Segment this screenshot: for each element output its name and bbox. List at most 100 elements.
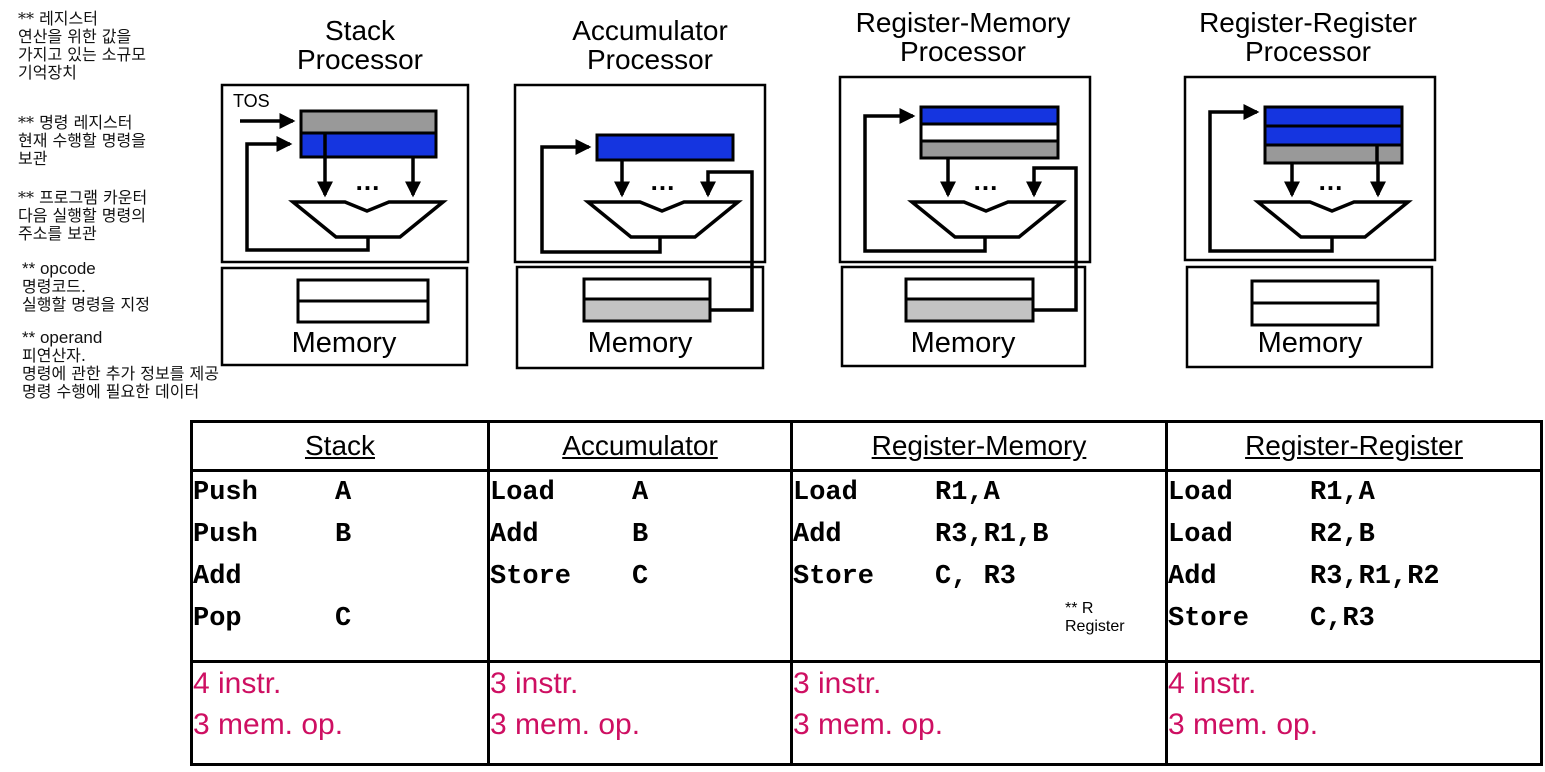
register-memory-memory-cell-gray: [904, 297, 1035, 323]
memory-label: Memory: [911, 327, 1016, 359]
title-line: Processor: [586, 44, 714, 75]
accumulator-alu-shape: [583, 200, 743, 239]
accumulator-memory-cell: [582, 277, 712, 301]
mem-op-count: 3 mem. op.: [490, 708, 641, 741]
instr-count: 3 instr.: [490, 667, 579, 700]
title-line: Processor: [296, 44, 424, 75]
annotation-operand: ** operand 피연산자. 명령에 관한 추가 정보를 제공 명령 수행에…: [22, 329, 219, 401]
register-register-processor-diagram: ... Memory: [1183, 75, 1437, 369]
table-header-row: Stack Accumulator Register-Memory Regist…: [190, 420, 1543, 472]
stack-alu-shape: [288, 200, 448, 239]
instr-count: 4 instr.: [1168, 667, 1257, 700]
register-memory-register-blue: [919, 105, 1060, 126]
ellipsis-label: ...: [974, 166, 999, 196]
annotation-line: ** 레지스터: [18, 9, 98, 28]
instr-count: 3 instr.: [793, 667, 882, 700]
title-register-register-processor: Register-Register Processor: [1168, 8, 1448, 66]
stack-count-cell: 4 instr. 3 mem. op.: [190, 660, 490, 766]
register-memory-feedback-wire: [863, 107, 987, 253]
title-line: Processor: [899, 36, 1027, 67]
title-line: Register-Register: [1199, 7, 1417, 38]
stack-processor-diagram: TOS ... Memory: [220, 83, 470, 367]
title-line: Stack: [324, 15, 396, 46]
annotation-line: ** operand: [22, 328, 103, 347]
accumulator-processor-diagram: ... Memory: [513, 83, 767, 370]
annotation-line: 명령에 관한 추가 정보를 제공: [22, 364, 219, 383]
annotation-line: 기억장치: [18, 63, 77, 82]
accumulator-count-cell: 3 instr. 3 mem. op.: [487, 660, 793, 766]
annotation-line: 명령 수행에 필요한 데이터: [22, 382, 200, 401]
register-memory-count-cell: 3 instr. 3 mem. op.: [790, 660, 1168, 766]
annotation-line: 명령코드.: [22, 277, 86, 296]
register-note-line: ** R: [1065, 600, 1094, 617]
title-line: Processor: [1244, 36, 1372, 67]
memory-label: Memory: [1258, 327, 1363, 359]
accumulator-memory-cell-gray: [582, 297, 712, 323]
isa-comparison-table: Stack Accumulator Register-Memory Regist…: [190, 420, 1543, 766]
annotation-line: 다음 실행할 명령의: [18, 206, 146, 225]
memory-label: Memory: [588, 327, 693, 359]
register-register-memory-cell: [1250, 301, 1380, 327]
register-memory-memory-cell: [904, 277, 1035, 301]
mem-op-count: 3 mem. op.: [193, 708, 344, 741]
accumulator-feedback-wire: [540, 138, 662, 254]
header-register-memory: Register-Memory: [790, 420, 1168, 472]
register-memory-register-gray: [919, 139, 1060, 160]
register-memory-alu-shape: [907, 200, 1067, 239]
stack-memory-box: [220, 266, 469, 367]
ellipsis-label: ...: [1319, 166, 1344, 196]
register-register-register-blue-2: [1263, 124, 1404, 147]
annotation-register: ** 레지스터 연산을 위한 값을 가지고 있는 소규모 기억장치: [18, 10, 146, 82]
annotation-line: 연산을 위한 값을: [18, 27, 132, 46]
header-stack: Stack: [190, 420, 490, 472]
title-line: Register-Memory: [855, 7, 1071, 38]
annotation-program-counter: ** 프로그램 카운터 다음 실행할 명령의 주소를 보관: [18, 189, 147, 243]
stack-processor-box: [220, 83, 470, 264]
annotation-opcode: ** opcode 명령코드. 실행할 명령을 지정: [22, 260, 150, 314]
table-count-row: 4 instr. 3 mem. op. 3 instr. 3 mem. op. …: [190, 660, 1543, 766]
title-accumulator-processor: Accumulator Processor: [510, 16, 790, 74]
register-memory-processor-box: [838, 75, 1092, 264]
annotation-line: 피연산자.: [22, 346, 86, 365]
title-stack-processor: Stack Processor: [230, 16, 490, 74]
register-note-line: Register: [1065, 618, 1125, 635]
register-register-memory-cell: [1250, 279, 1380, 305]
annotation-instruction-register: ** 명령 레지스터 현재 수행할 명령을 보관: [18, 114, 146, 168]
mem-op-count: 3 mem. op.: [793, 708, 944, 741]
annotation-line: 실행할 명령을 지정: [22, 295, 150, 314]
annotation-line: 주소를 보관: [18, 224, 97, 243]
accumulator-register-blue: [595, 133, 735, 162]
memory-label: Memory: [292, 327, 397, 359]
register-register-count-cell: 4 instr. 3 mem. op.: [1165, 660, 1543, 766]
stack-register-blue: [299, 131, 438, 159]
mem-op-count: 3 mem. op.: [1168, 708, 1319, 741]
stack-feedback-wire: [245, 135, 370, 252]
register-note: ** R Register: [1065, 600, 1165, 636]
header-register-register: Register-Register: [1165, 420, 1543, 472]
stack-register-tos-gray: [299, 109, 438, 135]
register-register-processor-box: [1183, 75, 1437, 262]
register-memory-register-white: [919, 122, 1060, 143]
register-register-register-gray: [1263, 143, 1404, 165]
ellipsis-label: ...: [356, 166, 381, 196]
register-register-feedback-wire: [1208, 103, 1334, 253]
register-register-register-blue-1: [1263, 105, 1404, 128]
instr-count: 4 instr.: [193, 667, 282, 700]
